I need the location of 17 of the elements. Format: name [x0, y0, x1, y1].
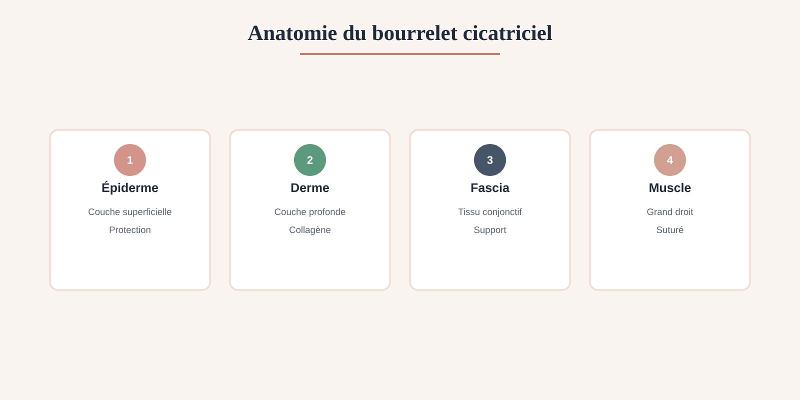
card-text: Support [474, 226, 506, 235]
number-badge: 4 [654, 144, 686, 176]
card-text: Grand droit [647, 208, 694, 216]
card-heading: Derme [291, 183, 330, 192]
title: Anatomie du bourrelet cicatriciel [248, 25, 552, 40]
card-text: Couche profonde [274, 208, 346, 217]
number-badge: 2 [294, 144, 326, 176]
number-badge: 3 [474, 144, 506, 176]
card-heading: Épiderme [102, 180, 158, 195]
card-text: Suturé [656, 226, 684, 234]
card-text: Protection [110, 226, 150, 234]
card-heading: Fascia [471, 182, 510, 192]
number-badge: 1 [114, 144, 146, 176]
card-text: Tissu conjonctif [458, 208, 522, 217]
card-heading: Muscle [650, 182, 691, 192]
card-text: Collagène [290, 226, 331, 235]
card-text: Couche superficielle [88, 208, 172, 217]
